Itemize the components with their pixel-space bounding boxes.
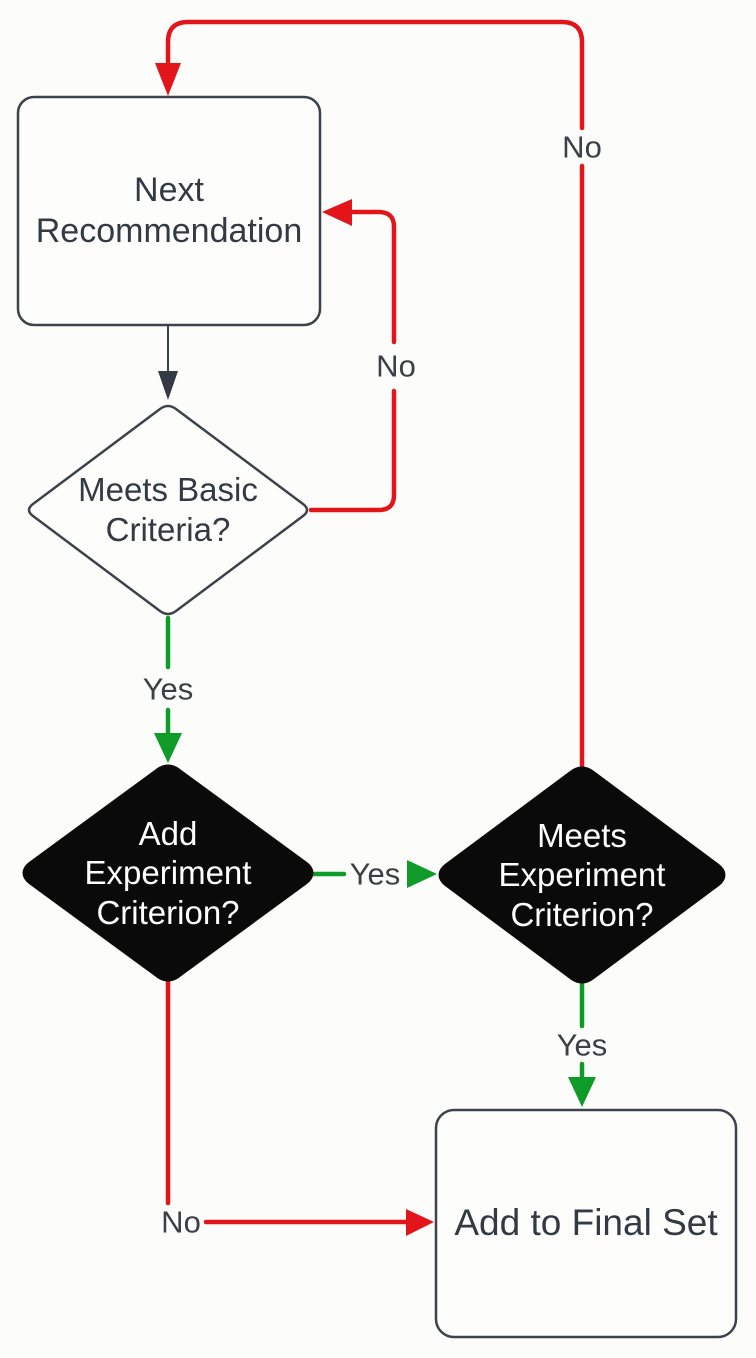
edge-label-no-meets-basic-to-next: No: [376, 348, 416, 384]
edge-label-yes-meets-exp-to-final: Yes: [556, 1027, 608, 1063]
edge-yes-meets-exp-to-final: [568, 979, 596, 1107]
edge-no-meets-basic-line-lower: [308, 388, 397, 513]
arrowhead-down-into-next-recommendation: [155, 63, 181, 96]
edge-label-yes-meets-basic-to-add-exp: Yes: [142, 671, 194, 707]
node-add-to-final-set-label: Add to Final Set: [454, 1202, 718, 1244]
edge-yes-add-exp-to-meets-exp: [310, 860, 437, 888]
arrowhead-right-into-final-set: [406, 1209, 434, 1236]
edge-no-meets-exp-to-next-line-upper: [165, 19, 585, 131]
arrowhead-left-into-next-recommendation: [322, 199, 352, 226]
arrowhead-down-into-final-set: [568, 1077, 596, 1107]
node-add-to-final-set-shape: [434, 1108, 738, 1339]
arrowhead-right-into-meets-experiment: [407, 860, 437, 888]
edge-no-add-exp-to-final: [165, 977, 434, 1236]
edge-label-yes-add-exp-to-meets-exp: Yes: [349, 856, 401, 892]
edge-no-meets-basic-to-next: [308, 199, 397, 513]
arrowhead-down-into-add-experiment: [154, 733, 182, 763]
edge-no-meets-exp-to-next: [155, 19, 585, 771]
edge-next-to-meets-basic: [158, 324, 178, 400]
node-add-experiment-criterion-label: Add Experiment Criterion?: [84, 814, 252, 931]
arrowhead-down-into-meets-basic: [158, 371, 178, 400]
node-next-recommendation-shape: [16, 95, 322, 327]
node-meets-experiment-criterion-shape: [438, 766, 726, 984]
node-meets-basic-criteria-shape: [27, 404, 309, 616]
edge-label-no-meets-exp-to-next: No: [562, 129, 602, 165]
node-meets-experiment-criterion-label: Meets Experiment Criterion?: [498, 816, 666, 933]
edge-no-meets-basic-line-upper: [350, 209, 397, 345]
edge-label-no-add-exp-to-final: No: [161, 1204, 201, 1240]
node-next-recommendation-label: Next Recommendation: [35, 171, 303, 250]
node-add-experiment-criterion-shape: [22, 764, 314, 982]
edge-yes-meets-basic-to-add-exp: [154, 615, 182, 763]
node-meets-basic-criteria-label: Meets Basic Criteria?: [78, 471, 258, 548]
